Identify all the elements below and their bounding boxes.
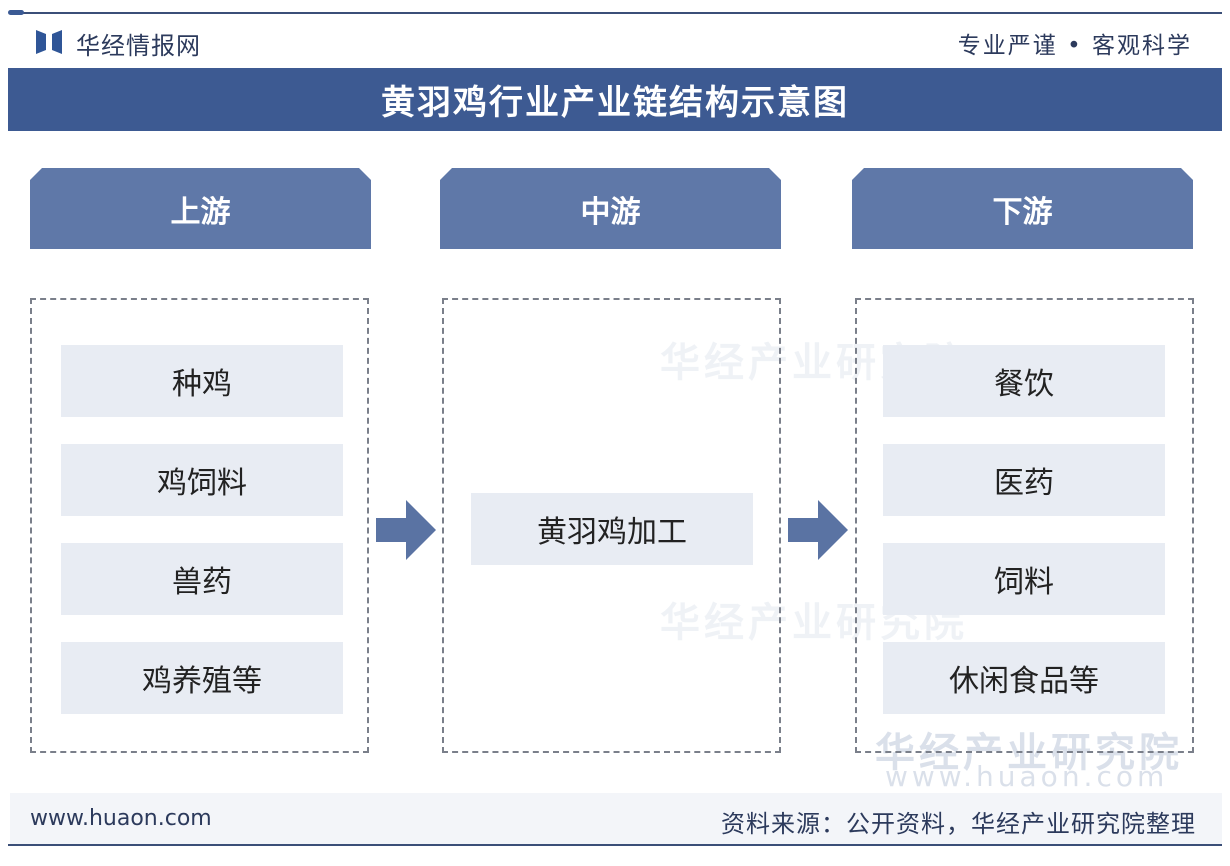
- downstream-item: 饲料: [883, 543, 1165, 615]
- slogan: 专业严谨 • 客观科学: [957, 33, 1192, 59]
- brand-name: 华经情报网: [76, 32, 201, 60]
- watermark-text: 华经产业研究院: [875, 730, 1183, 776]
- bottom-divider: [8, 844, 1222, 846]
- upstream-item: 种鸡: [61, 345, 343, 417]
- upstream-item: 鸡饲料: [61, 444, 343, 516]
- midstream-box: [442, 298, 781, 753]
- brand-logo-icon: [36, 30, 62, 54]
- column-header-downstream: 下游: [852, 168, 1193, 249]
- upstream-item: 兽药: [61, 543, 343, 615]
- downstream-box: [855, 298, 1194, 753]
- arrow-right-icon: [376, 500, 436, 560]
- column-header-upstream: 上游: [30, 168, 371, 249]
- watermark-url: www.huaon.com: [885, 760, 1169, 793]
- footer-source: 资料来源：公开资料，华经产业研究院整理: [721, 810, 1196, 838]
- midstream-item: 黄羽鸡加工: [471, 493, 753, 565]
- arrow-right-icon: [788, 500, 848, 560]
- upstream-box: [30, 298, 369, 753]
- footer-band: [10, 793, 1222, 845]
- downstream-item: 餐饮: [883, 345, 1165, 417]
- column-header-midstream: 中游: [440, 168, 781, 249]
- footer-url: www.huaon.com: [30, 806, 212, 831]
- downstream-item: 医药: [883, 444, 1165, 516]
- top-divider: [10, 12, 1222, 14]
- top-divider-cap: [8, 10, 24, 15]
- downstream-item: 休闲食品等: [883, 642, 1165, 714]
- upstream-item: 鸡养殖等: [61, 642, 343, 714]
- page-title: 黄羽鸡行业产业链结构示意图: [8, 68, 1222, 131]
